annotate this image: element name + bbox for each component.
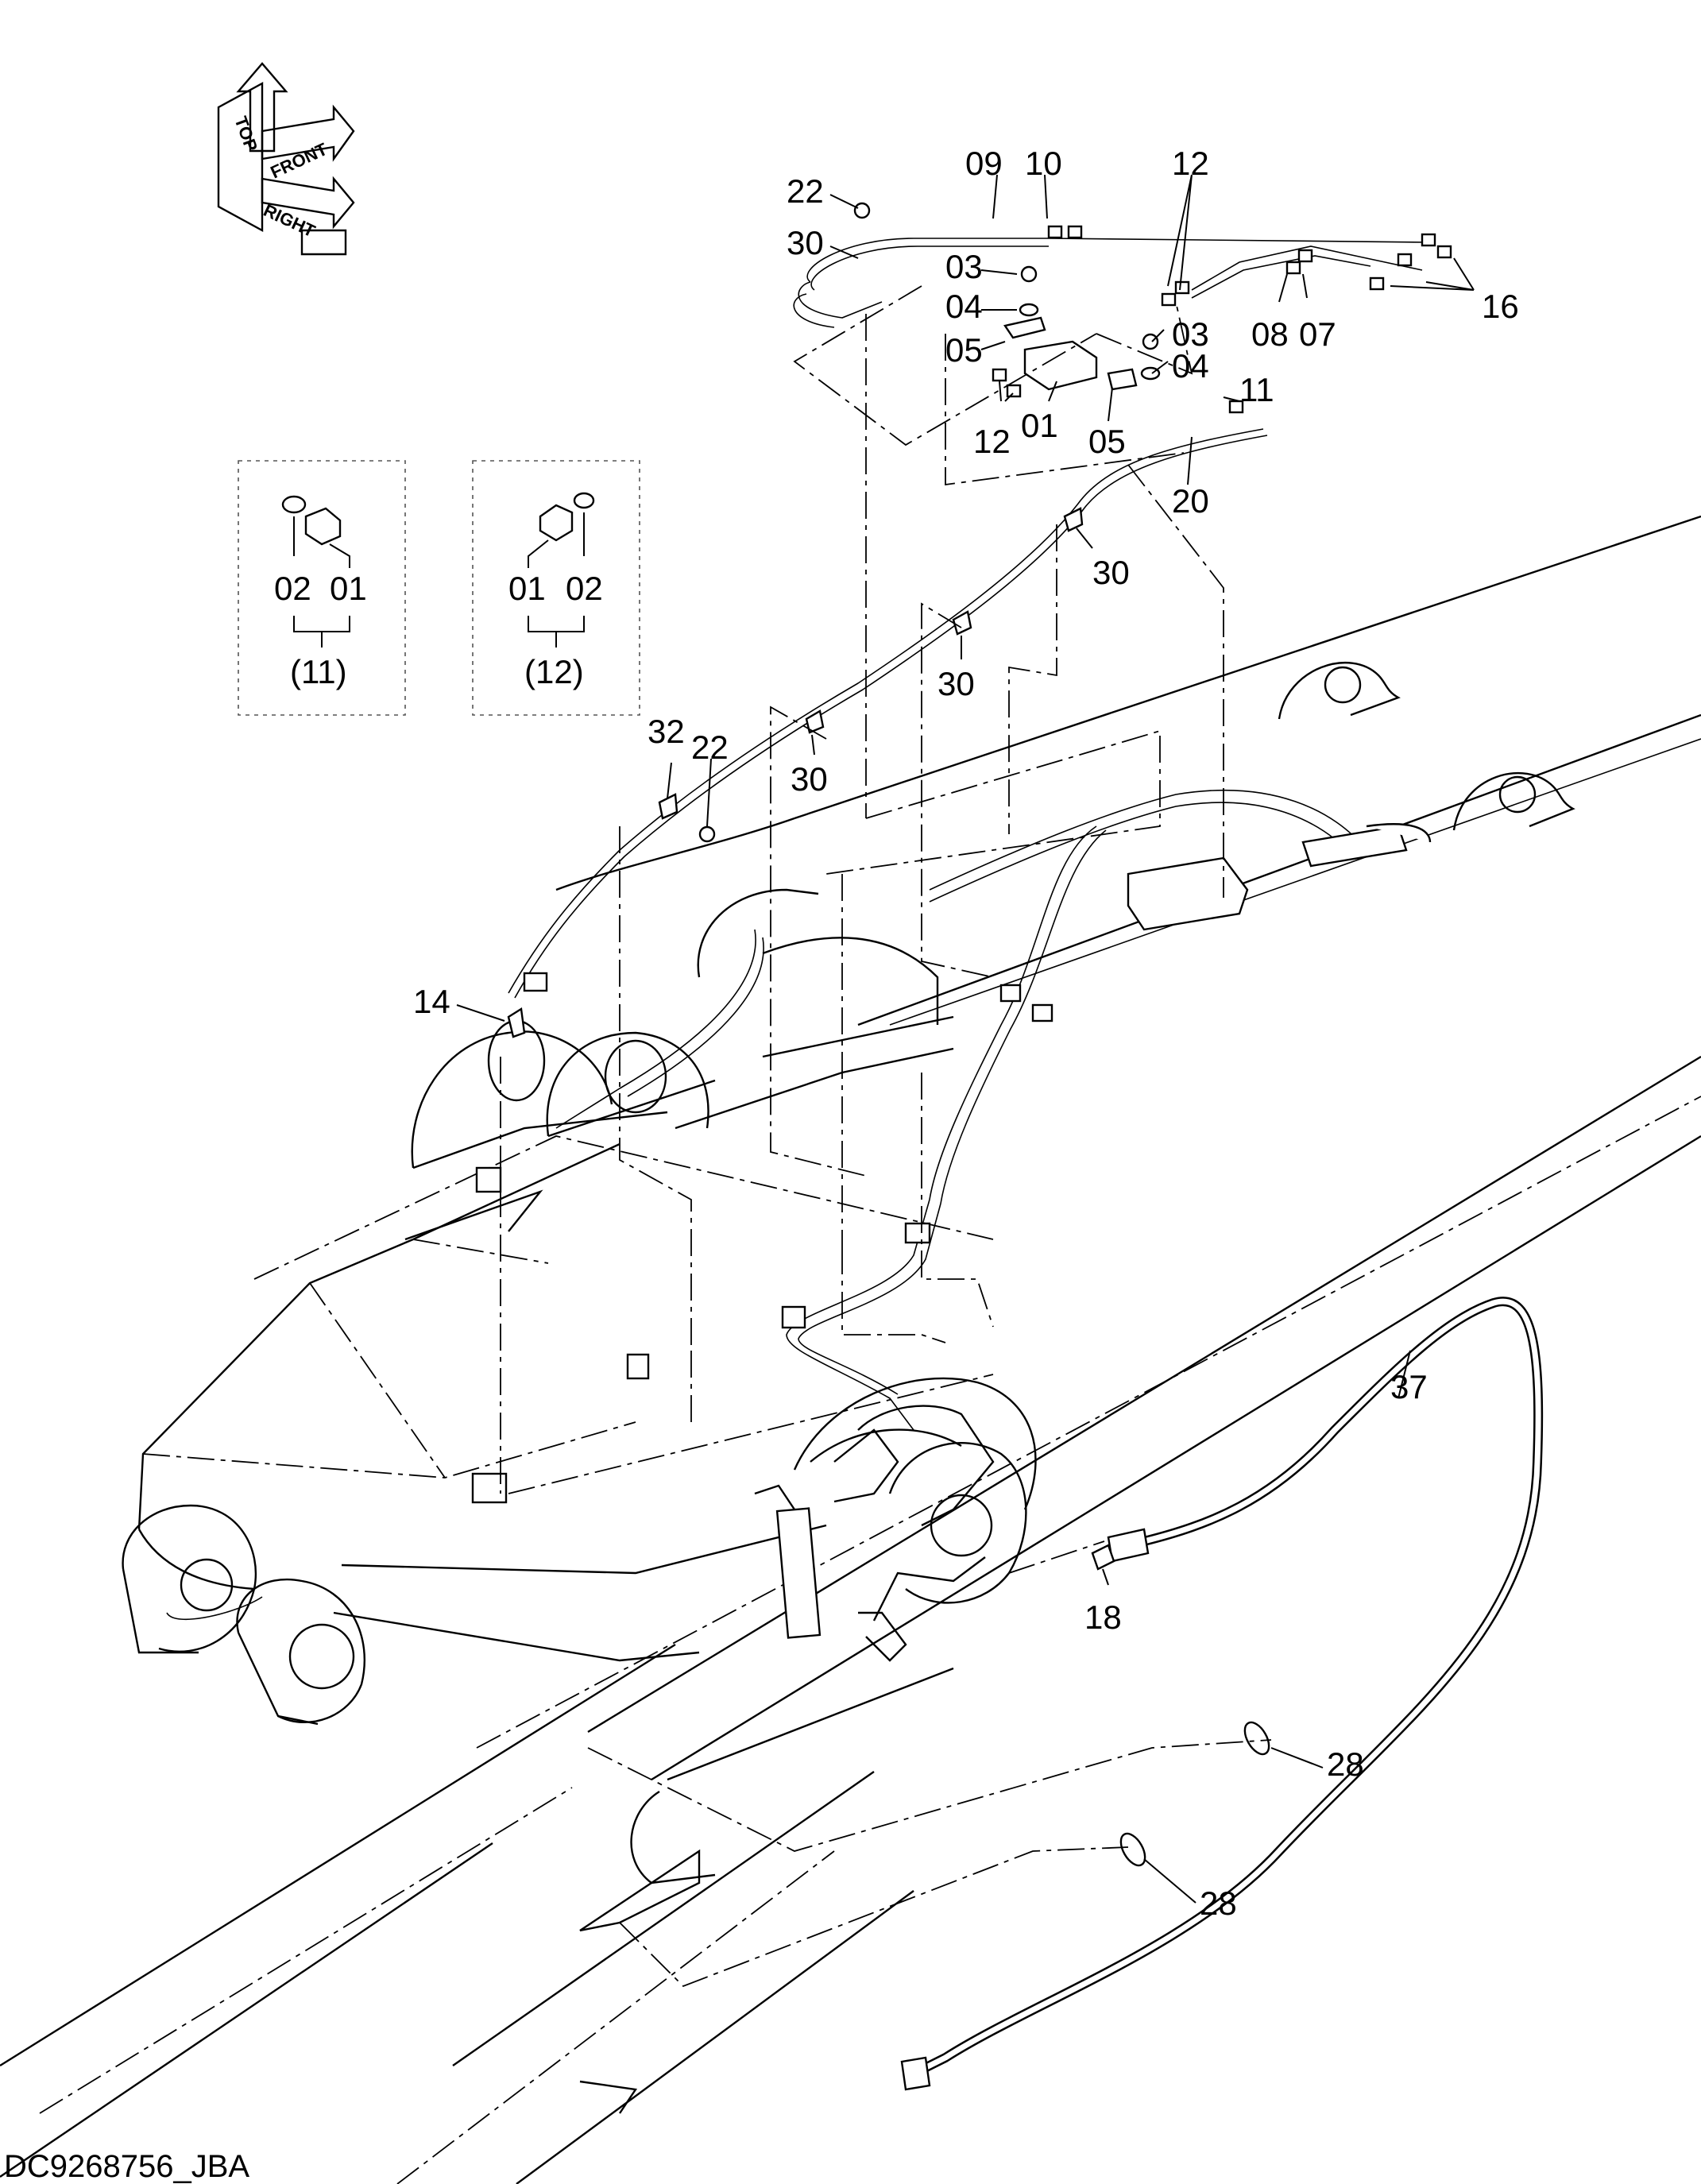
callout-32: 32 [648,713,685,750]
callout-14: 14 [413,983,450,1020]
callout-22-mid: 22 [691,729,729,766]
callout-37: 37 [1390,1368,1428,1405]
callout-05-right: 05 [1088,423,1126,460]
callout-04-right: 04 [1172,347,1209,385]
callout-labels: 09 10 12 22 30 03 04 05 16 08 07 03 04 1… [413,145,1519,1922]
callout-leaders [456,174,1475,1904]
detail-12-caption: (12) [524,653,584,690]
assembly-leaders [500,285,1272,1988]
callout-11: 11 [1239,371,1274,408]
diagram-code: DC9268756_JBA [4,2149,249,2184]
callout-09: 09 [965,145,1003,182]
callout-03-right: 03 [1172,315,1209,353]
callout-30-c: 30 [937,665,975,702]
detail-12-item-02: 02 [566,570,603,607]
callout-28-upper: 28 [1327,1745,1364,1783]
callout-04-left: 04 [945,288,983,325]
orientation-indicator: TOP FRONT RIGHT [217,62,355,256]
callout-22-top: 22 [787,172,824,210]
callout-05-left: 05 [945,331,983,369]
callout-07: 07 [1299,315,1336,353]
boom-structure [0,515,1701,2184]
callout-28-lower: 28 [1200,1884,1237,1922]
detail-12-item-01: 01 [508,570,546,607]
detail-11-caption: (11) [290,653,347,690]
orientation-top-label: TOP [230,114,261,154]
detail-11-item-01: 01 [330,570,367,607]
callout-20: 20 [1172,482,1209,520]
callout-03-left: 03 [945,248,983,285]
orientation-front-label: FRONT [268,139,331,183]
detail-box-12: 01 02 (12) [472,460,640,716]
junction-assembly [507,202,1452,1038]
callout-30-top: 30 [787,224,824,261]
callout-12-bottom: 12 [973,423,1011,460]
callout-01: 01 [1021,407,1058,444]
callout-16: 16 [1482,288,1519,325]
callout-18: 18 [1084,1598,1122,1636]
hose-runs [166,238,1544,2091]
callout-30-b: 30 [1092,554,1130,591]
callout-12-top: 12 [1172,145,1209,182]
detail-box-11: 02 01 (11) [238,460,406,716]
callout-10: 10 [1025,145,1062,182]
detail-11-item-02: 02 [274,570,311,607]
callout-30-d: 30 [791,760,828,798]
callout-08: 08 [1251,315,1289,353]
